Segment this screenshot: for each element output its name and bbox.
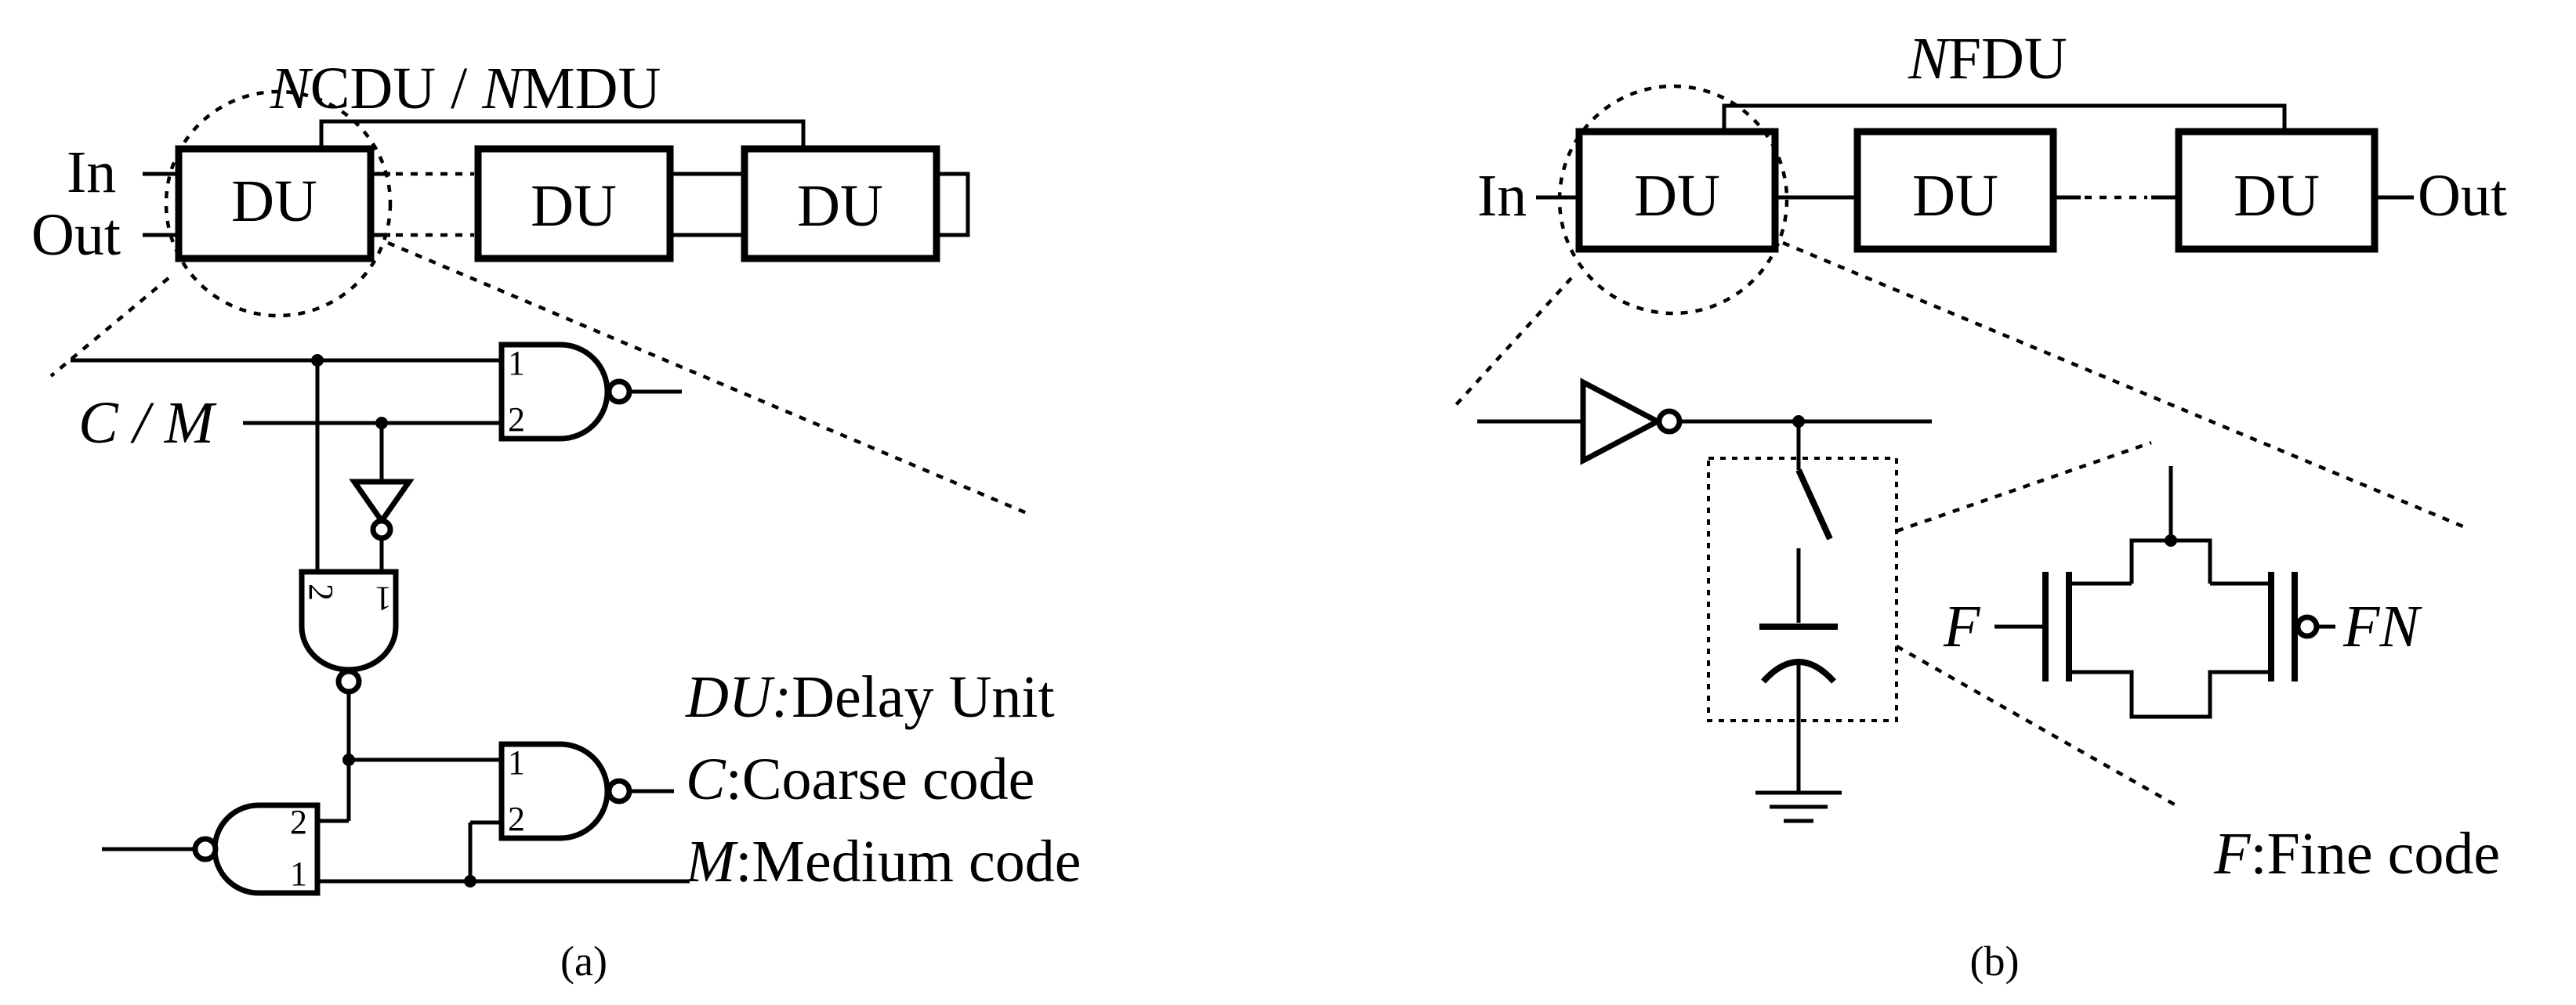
zoom-circle-a bbox=[164, 89, 393, 318]
zoom-line-a-right bbox=[387, 240, 1027, 515]
du-label-b2: DU bbox=[1912, 163, 1998, 229]
legend-f: F:Fine code bbox=[2213, 821, 2500, 887]
zoom-line-b-right bbox=[1782, 240, 2469, 531]
inverter-a-bubble bbox=[370, 518, 393, 541]
f-label: F bbox=[1943, 594, 1981, 660]
du-label-a2: DU bbox=[531, 173, 617, 239]
switch-cap-dotbox bbox=[1707, 457, 1898, 722]
du-label-b1: DU bbox=[1634, 163, 1720, 229]
caption-a: (a) bbox=[560, 938, 607, 985]
du-end-loopback bbox=[937, 172, 970, 237]
legend-du: DU:Delay Unit bbox=[685, 664, 1055, 730]
ncdu-nmdu-label: NCDU / NMDU bbox=[270, 56, 661, 121]
nand2-pin2: 2 bbox=[302, 584, 340, 601]
du-block-b2 bbox=[1853, 128, 2057, 253]
nand-gate-2-bubble bbox=[335, 668, 362, 695]
du-block-b1 bbox=[1575, 128, 1779, 253]
nfdu-label: NFDU bbox=[1908, 26, 2067, 92]
fn-label: FN bbox=[2342, 594, 2422, 660]
out-label-b: Out bbox=[2418, 163, 2507, 229]
panel-b: NFDU In DU DU DU Out bbox=[1452, 26, 2507, 985]
in-label-a: In bbox=[67, 139, 116, 205]
zoom-line-b2-bottom bbox=[1895, 645, 2180, 808]
zoom-line-b2-top bbox=[1896, 440, 2152, 533]
in-label-b: In bbox=[1477, 163, 1527, 229]
zoom-line-b-left bbox=[1452, 277, 1573, 409]
nfdu-bracket bbox=[1722, 103, 2287, 132]
du-block-a3 bbox=[741, 145, 940, 262]
nand1-pin1: 1 bbox=[508, 344, 525, 382]
inverter-b bbox=[1580, 378, 1664, 465]
nand-gate-1-bubble bbox=[606, 378, 632, 405]
caption-b: (b) bbox=[1970, 938, 2020, 985]
du-block-a2 bbox=[474, 145, 674, 262]
du-block-b3 bbox=[2175, 128, 2379, 253]
pmos-bubble bbox=[2295, 614, 2320, 639]
nand4-pin1: 1 bbox=[290, 855, 307, 893]
nand2-pin1: 1 bbox=[375, 580, 392, 618]
zoom-line-a-left bbox=[49, 277, 170, 378]
switch-b bbox=[1795, 468, 1833, 540]
zoom-circle-b bbox=[1557, 84, 1789, 316]
du-label-a1: DU bbox=[231, 168, 317, 234]
nand3-pin1: 1 bbox=[508, 743, 525, 782]
legend-m: M:Medium code bbox=[685, 829, 1081, 895]
nand4-pin2: 2 bbox=[290, 803, 307, 841]
nand-gate-4-bubble bbox=[192, 836, 219, 862]
du-block-a1 bbox=[175, 145, 375, 262]
inverter-a bbox=[349, 479, 415, 526]
legend-c: C:Coarse code bbox=[686, 747, 1034, 812]
du-label-a3: DU bbox=[797, 173, 883, 239]
cm-label: C / M bbox=[78, 390, 217, 456]
nand3-pin2: 2 bbox=[508, 800, 525, 838]
out-label-a: Out bbox=[31, 202, 121, 268]
nand-gate-3-bubble bbox=[606, 778, 632, 804]
inverter-b-bubble bbox=[1656, 408, 1683, 435]
du-label-b3: DU bbox=[2234, 163, 2320, 229]
panel-a: NCDU / NMDU In Out DU DU DU C / M bbox=[31, 56, 1081, 985]
nand1-pin2: 2 bbox=[508, 400, 525, 439]
ncdu-bracket bbox=[319, 119, 806, 149]
